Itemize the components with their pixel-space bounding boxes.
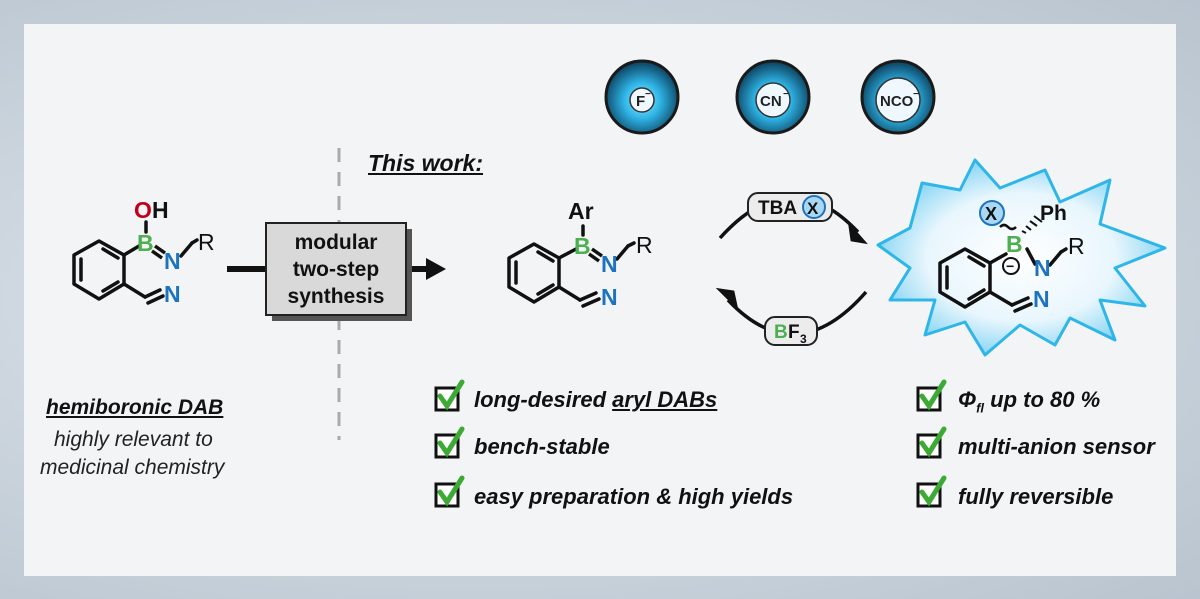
synthesis-line: synthesis xyxy=(287,285,385,308)
description-line: medicinal chemistry xyxy=(40,456,225,479)
fluorescence-burst-icon xyxy=(876,158,1167,357)
synthesis-box: modular two-step synthesis xyxy=(266,229,406,310)
feature-text: up to 80 % xyxy=(990,387,1101,412)
nitrogen-atom: N xyxy=(164,281,181,307)
feature-item: long-desired aryl DABs xyxy=(474,387,717,413)
hemiboronic-dab-title: hemiboronic DAB xyxy=(46,396,224,419)
feature-item: multi-anion sensor xyxy=(958,434,1155,459)
checkbox-check-icon xyxy=(434,475,465,508)
aryl-group: Ar xyxy=(568,198,594,224)
vial-glow-icon xyxy=(860,59,936,135)
bound-anion-x: X xyxy=(985,204,997,224)
feature-text-underlined: aryl DABs xyxy=(612,387,718,412)
anion-x: X xyxy=(807,199,819,218)
negative-charge: − xyxy=(1006,258,1014,274)
checkbox-check-icon xyxy=(916,379,947,412)
checkbox-check-icon xyxy=(916,475,947,508)
checkbox-check-icon xyxy=(434,379,465,412)
nitrogen-atom: N xyxy=(164,248,181,274)
nitrogen-atom: N xyxy=(601,284,618,310)
r-substituent: R xyxy=(198,229,215,255)
anion-label: CN xyxy=(760,93,782,110)
anion-charge: − xyxy=(913,89,919,100)
anion-label: F xyxy=(636,93,645,110)
vial-glow-icon xyxy=(604,59,680,135)
hydrogen-atom: H xyxy=(152,197,169,223)
nitrogen-atom: N xyxy=(1033,286,1050,312)
bf3-boron: B xyxy=(774,322,788,343)
feature-text: long-desired xyxy=(474,387,607,412)
boron-atom: B xyxy=(137,230,154,256)
feature-item: bench-stable xyxy=(474,434,610,459)
checkbox-check-icon xyxy=(916,426,947,459)
bf3-subscript: 3 xyxy=(800,332,807,346)
phenyl-group: Ph xyxy=(1040,202,1067,225)
bf3-fluorine: F xyxy=(788,322,800,343)
description-line: highly relevant to xyxy=(54,428,213,451)
anion-charge: − xyxy=(783,89,789,100)
synthesis-line: modular xyxy=(294,231,378,254)
quantum-yield-symbol: Φ xyxy=(958,387,977,412)
boron-atom: B xyxy=(1006,231,1023,257)
anion-label: NCO xyxy=(880,93,914,110)
nitrogen-atom: N xyxy=(1034,255,1051,281)
nitrogen-atom: N xyxy=(601,251,618,277)
feature-item: easy preparation & high yields xyxy=(474,484,794,509)
r-substituent: R xyxy=(636,232,653,258)
r-substituent: R xyxy=(1068,233,1085,259)
vial-glow-icon xyxy=(735,59,811,135)
quantum-yield-subscript: fl xyxy=(976,400,985,416)
this-work-heading: This work: xyxy=(368,150,484,176)
synthesis-line: two-step xyxy=(292,258,380,281)
checkbox-check-icon xyxy=(434,426,465,459)
tba-reagent: TBA xyxy=(758,198,797,219)
boron-atom: B xyxy=(574,233,591,259)
oxygen-atom: O xyxy=(134,197,152,223)
feature-item: fully reversible xyxy=(958,484,1114,509)
anion-charge: − xyxy=(645,89,651,100)
feature-item: Φfl up to 80 % xyxy=(958,387,1100,415)
